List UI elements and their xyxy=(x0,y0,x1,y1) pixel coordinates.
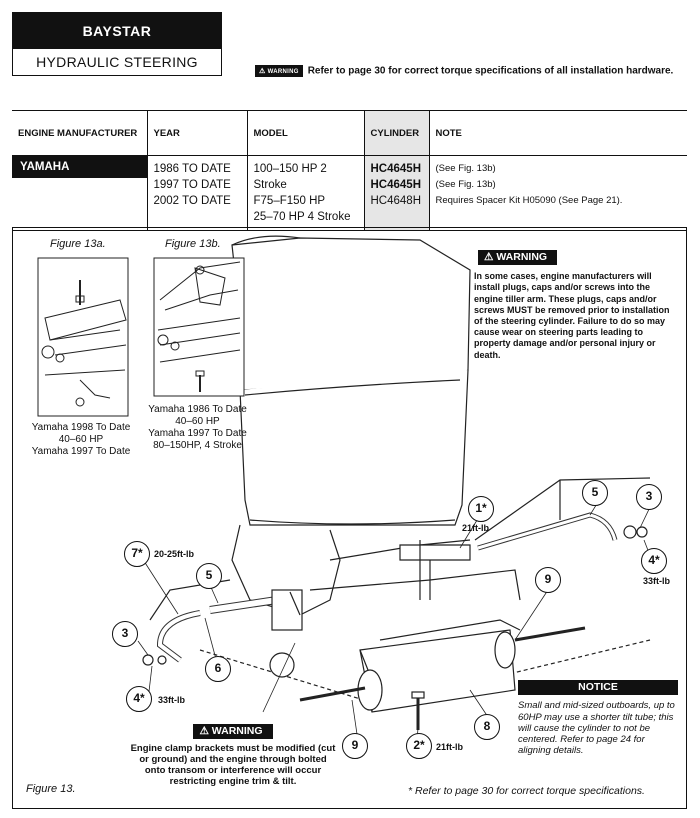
header-cylinder: CYLINDER xyxy=(364,110,430,156)
spec-table: ENGINE MANUFACTURER YEAR MODEL CYLINDER … xyxy=(12,110,687,231)
warning-badge-label: WARNING xyxy=(267,69,299,75)
callout-2: 2* xyxy=(406,733,432,759)
caption-line: Yamaha 1986 To Date xyxy=(148,404,247,415)
tiller-warning-text: In some cases, engine manufacturers will… xyxy=(474,271,670,360)
clamp-warning-text: Engine clamp brackets must be modified (… xyxy=(130,743,336,787)
tiller-warning-title: WARNING xyxy=(496,251,548,263)
figure-13-label: Figure 13. xyxy=(26,783,76,795)
fig13a-caption: Yamaha 1998 To Date 40–60 HP Yamaha 1997… xyxy=(22,422,140,458)
cylinder-value: HC4645H xyxy=(370,163,422,175)
caption-line: Yamaha 1997 To Date xyxy=(148,428,247,439)
caption-line: 40–60 HP xyxy=(58,434,104,445)
note-value: (See Fig. 13b) xyxy=(435,179,496,190)
callout-5: 5 xyxy=(196,563,222,589)
callout-1: 1* xyxy=(468,496,494,522)
torque-note: ⚠WARNING Refer to page 30 for correct tor… xyxy=(255,65,673,77)
model-value: F75–F150 HP xyxy=(253,195,326,207)
note-value: (See Fig. 13b) xyxy=(435,163,496,174)
fig13b-label: Figure 13b. xyxy=(165,238,221,250)
callout-3: 3 xyxy=(636,484,662,510)
figure-frame xyxy=(12,227,687,809)
torque-label: 33ft-lb xyxy=(643,576,670,586)
torque-label: 21ft-lb xyxy=(436,742,463,752)
header-model: MODEL xyxy=(247,110,365,156)
torque-label: 21ft-lb xyxy=(462,523,489,533)
clamp-warning-header: ⚠ WARNING xyxy=(193,724,273,739)
callout-7: 7* xyxy=(124,541,150,567)
callout-5: 5 xyxy=(582,480,608,506)
clamp-warning-title: WARNING xyxy=(211,725,263,737)
header-manufacturer: ENGINE MANUFACTURER xyxy=(12,110,148,156)
year-value: 1997 TO DATE xyxy=(153,179,231,191)
product-title: HYDRAULIC STEERING xyxy=(36,54,198,70)
fig13a-label: Figure 13a. xyxy=(50,238,106,250)
caption-line: 80–150HP, 4 Stroke xyxy=(153,440,242,451)
header-year: YEAR xyxy=(147,110,248,156)
callout-4: 4* xyxy=(126,686,152,712)
tiller-warning-header: ⚠ WARNING xyxy=(478,250,558,266)
torque-note-text: Refer to page 30 for correct torque spec… xyxy=(307,65,674,77)
year-value: 2002 TO DATE xyxy=(153,195,231,207)
model-cell: 100–150 HP 2 Stroke F75–F150 HP 25–70 HP… xyxy=(247,155,365,231)
torque-label: 20-25ft-lb xyxy=(154,549,195,559)
tiller-warning: ⚠ WARNING In some cases, engine manufact… xyxy=(474,250,679,361)
warning-triangle-icon: ⚠ xyxy=(199,725,209,737)
notice-text: Small and mid-sized outboards, up to 60H… xyxy=(518,700,675,757)
note-value: Requires Spacer Kit H05090 (See Page 21)… xyxy=(435,195,623,206)
manufacturer-cell: YAMAHA xyxy=(12,155,148,231)
callout-3: 3 xyxy=(112,621,138,647)
manufacturer-name: YAMAHA xyxy=(12,156,147,178)
callout-6: 6 xyxy=(205,656,231,682)
torque-label: 33ft-lb xyxy=(158,695,185,705)
callout-8: 8 xyxy=(474,714,500,740)
caption-line: Yamaha 1997 To Date xyxy=(31,446,131,457)
note-cell: (See Fig. 13b) (See Fig. 13b) Requires S… xyxy=(429,156,687,231)
table-header-row: ENGINE MANUFACTURER YEAR MODEL CYLINDER … xyxy=(12,110,687,156)
warning-badge: ⚠WARNING xyxy=(255,65,303,77)
cylinder-value: HC4648H xyxy=(370,195,422,207)
model-value: 25–70 HP 4 Stroke xyxy=(253,211,351,223)
cylinder-cell: HC4645H HC4645H HC4648H xyxy=(364,155,430,231)
callout-9: 9 xyxy=(535,567,561,593)
model-value: 100–150 HP 2 Stroke xyxy=(253,163,327,191)
header-note: NOTE xyxy=(429,110,687,156)
caption-line: Yamaha 1998 To Date xyxy=(31,422,131,433)
warning-triangle-icon: ⚠ xyxy=(259,68,266,75)
warning-triangle-icon: ⚠ xyxy=(484,251,494,263)
callout-4: 4* xyxy=(641,548,667,574)
caption-line: 40–60 HP xyxy=(175,416,220,427)
notice-title: NOTICE xyxy=(518,680,678,696)
fig13b-caption: Yamaha 1986 To Date 40–60 HP Yamaha 1997… xyxy=(135,404,260,452)
clamp-warning: ⚠ WARNING Engine clamp brackets must be … xyxy=(128,724,338,787)
brand-title: BAYSTAR xyxy=(13,13,221,49)
notice-box: NOTICE Small and mid-sized outboards, up… xyxy=(518,680,678,757)
footnote: * Refer to page 30 for correct torque sp… xyxy=(408,785,645,797)
brand-box: BAYSTAR HYDRAULIC STEERING xyxy=(12,12,222,76)
year-value: 1986 TO DATE xyxy=(153,163,231,175)
cylinder-value: HC4645H xyxy=(370,179,422,191)
callout-9: 9 xyxy=(342,733,368,759)
year-cell: 1986 TO DATE 1997 TO DATE 2002 TO DATE xyxy=(147,155,248,231)
table-row: YAMAHA 1986 TO DATE 1997 TO DATE 2002 TO… xyxy=(12,155,687,231)
